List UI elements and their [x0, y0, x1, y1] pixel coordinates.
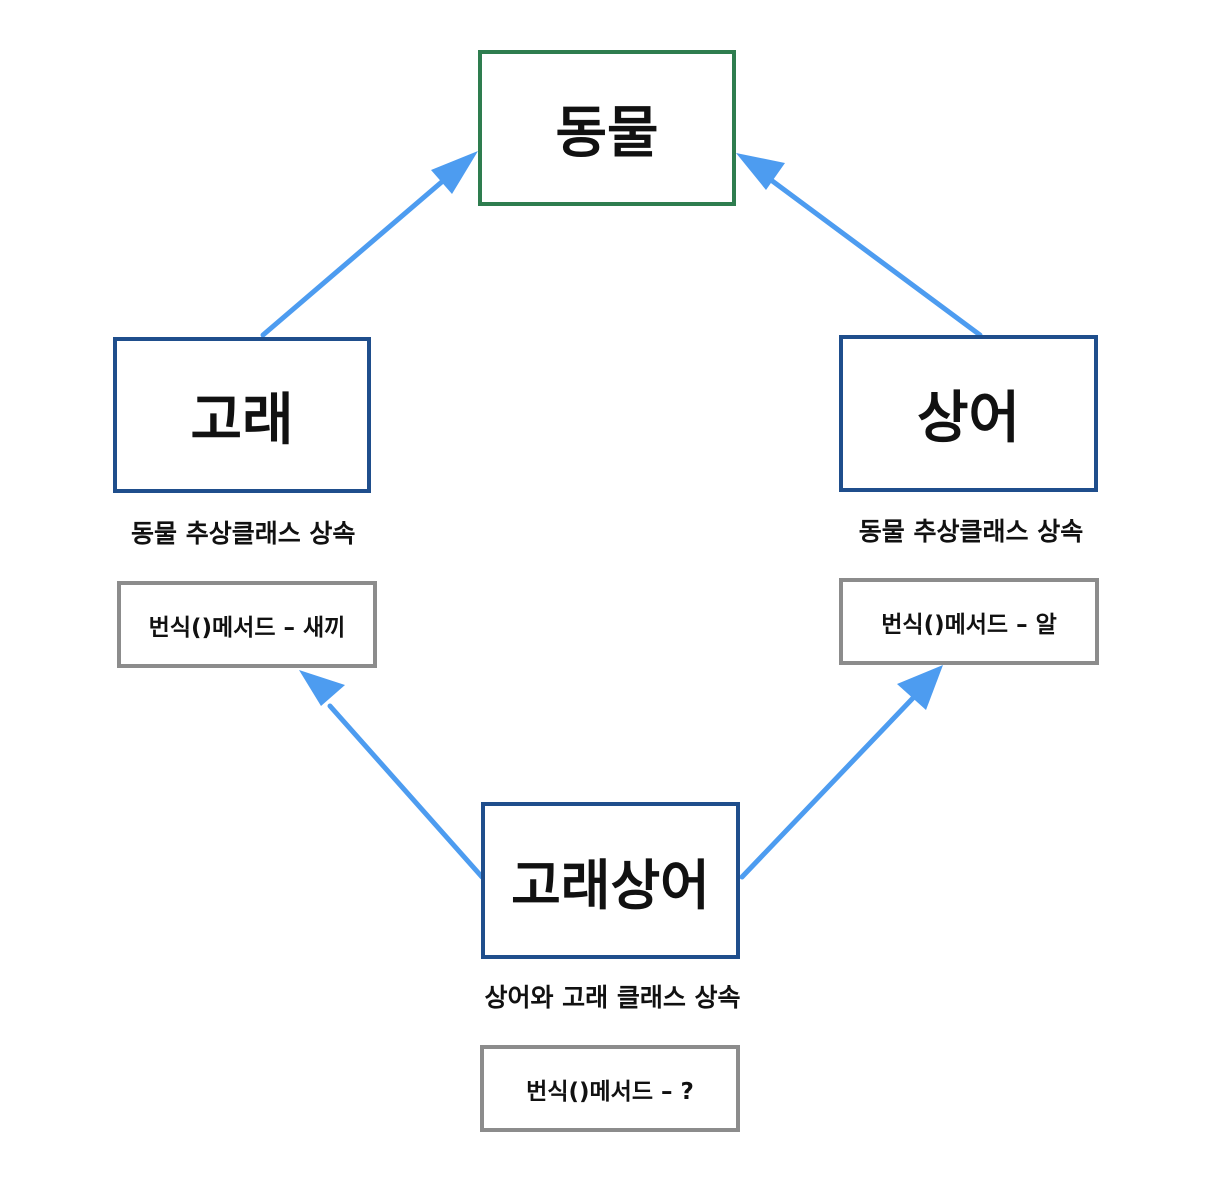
shark-class-box: 상어	[839, 335, 1098, 492]
shark-class-label: 상어	[916, 386, 1021, 451]
arrow-whale-to-animal	[260, 151, 478, 338]
arrow-whaleshark-to-whale	[299, 670, 485, 880]
whale-class-box: 고래	[113, 337, 371, 493]
animal-class-label: 동물	[555, 100, 659, 166]
shark-method-box: 번식()메서드 – 알	[839, 578, 1099, 665]
whale-method-box: 번식()메서드 – 새끼	[117, 581, 377, 668]
whale-class-label: 고래	[190, 387, 294, 453]
animal-class-box: 동물	[478, 50, 736, 206]
whaleshark-class-box: 고래상어	[481, 802, 740, 959]
whaleshark-method-label: 번식()메서드 – ?	[526, 1078, 694, 1105]
whaleshark-method-box: 번식()메서드 – ?	[480, 1045, 740, 1132]
arrow-whaleshark-to-shark	[739, 665, 943, 880]
shark-method-label: 번식()메서드 – 알	[881, 611, 1057, 638]
whale-method-label: 번식()메서드 – 새끼	[148, 614, 346, 641]
shark-caption: 동물 추상클래스 상속	[858, 517, 1084, 546]
whaleshark-caption: 상어와 고래 클래스 상속	[484, 983, 741, 1012]
whale-caption: 동물 추상클래스 상속	[131, 519, 356, 548]
whaleshark-class-label: 고래상어	[511, 854, 710, 917]
arrow-shark-to-animal	[736, 153, 983, 338]
